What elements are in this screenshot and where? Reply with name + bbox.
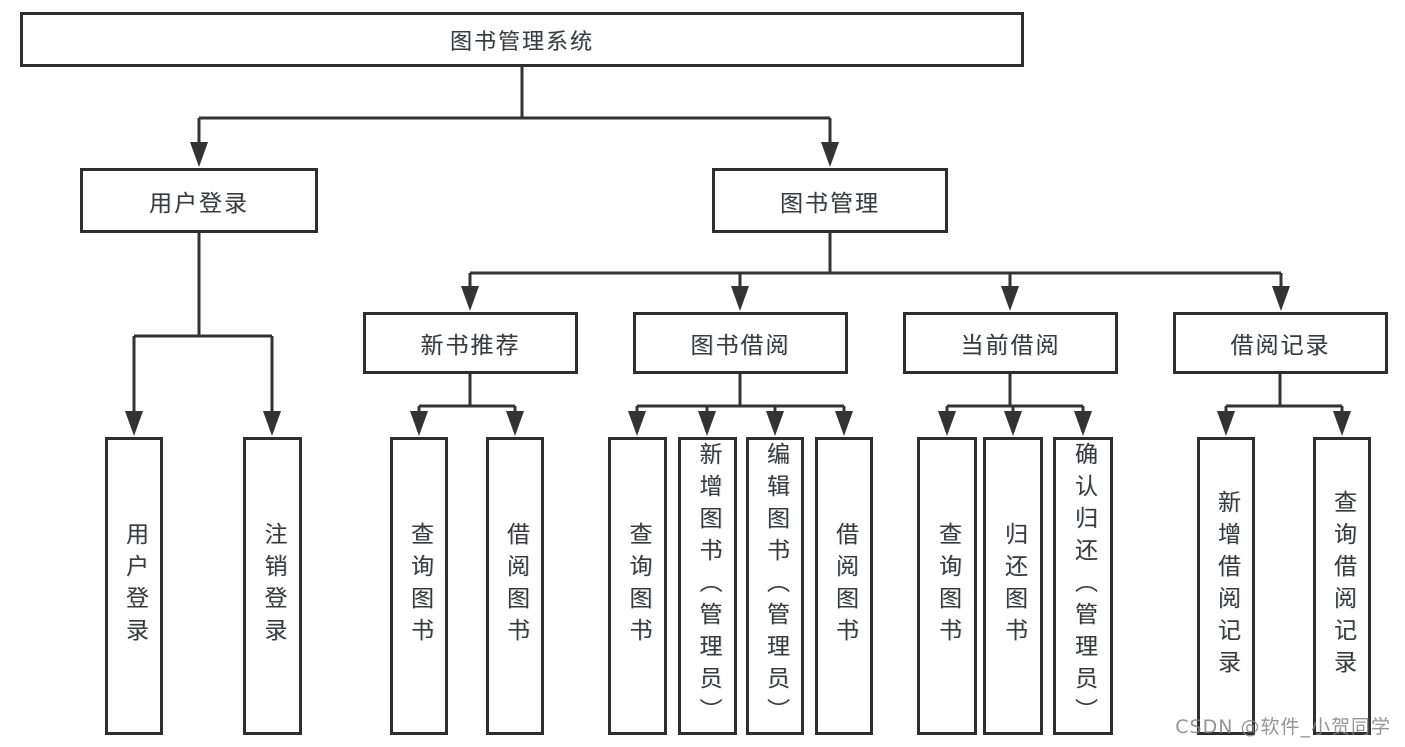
node-borrow-records: 借阅记录 — [1173, 312, 1388, 374]
node-library-management-system: 图书管理系统 — [20, 12, 1024, 67]
node-book-borrowing: 图书借阅 — [633, 312, 848, 374]
connector-lines — [132, 67, 1344, 414]
leaf-query-borrow-record: 查询借阅记录 — [1313, 437, 1371, 735]
node-current-borrowing: 当前借阅 — [903, 312, 1118, 374]
leaf-logout: 注销登录 — [243, 437, 302, 735]
leaf-query-books-current: 查询图书 — [917, 437, 977, 735]
leaf-edit-book-admin: 编辑图书（管理员） — [746, 437, 804, 735]
node-user-login: 用户登录 — [80, 168, 318, 233]
leaf-borrow-books: 借阅图书 — [815, 437, 873, 735]
leaf-user-login: 用户登录 — [105, 437, 163, 735]
arrowheads — [125, 142, 1351, 436]
csdn-watermark: CSDN @软件_小贺同学 — [1175, 716, 1391, 738]
node-book-management: 图书管理 — [712, 168, 948, 233]
leaf-add-borrow-record: 新增借阅记录 — [1197, 437, 1255, 735]
node-new-book-recommend: 新书推荐 — [363, 312, 578, 374]
leaf-add-book-admin: 新增图书（管理员） — [678, 437, 737, 735]
leaf-return-book: 归还图书 — [983, 437, 1043, 735]
leaf-query-books-borrow: 查询图书 — [608, 437, 667, 735]
leaf-confirm-return-admin: 确认归还（管理员） — [1053, 437, 1113, 735]
leaf-query-books-recommend: 查询图书 — [390, 437, 448, 735]
leaf-borrow-books-recommend: 借阅图书 — [486, 437, 544, 735]
